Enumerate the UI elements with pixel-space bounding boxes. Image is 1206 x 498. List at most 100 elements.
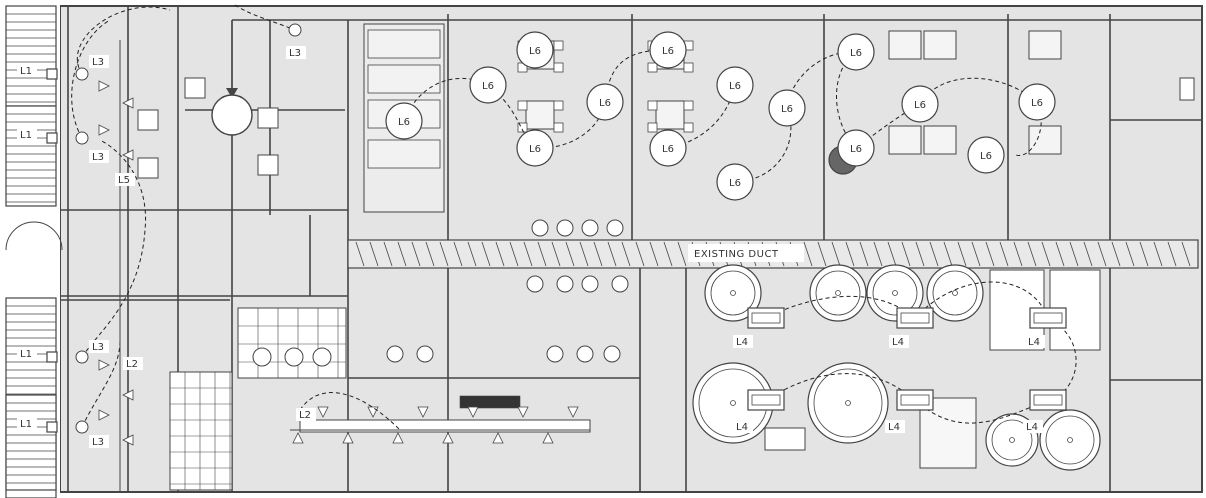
- duct-hatch: [621, 241, 631, 267]
- duct-hatch: [999, 241, 1009, 267]
- stool: [556, 219, 574, 237]
- stool: [603, 345, 621, 363]
- arrow-marker: [342, 432, 354, 444]
- pendant-l6-9: [768, 89, 806, 127]
- duct-hatch: [537, 241, 547, 267]
- arrow-marker: [492, 432, 504, 444]
- armchair: [137, 109, 159, 131]
- arrow-marker: [567, 406, 579, 418]
- duct-hatch: [873, 241, 883, 267]
- linear-fixture-inner: [1033, 312, 1063, 324]
- duct-hatch: [355, 241, 365, 267]
- chair: [517, 122, 528, 133]
- duct-hatch: [1013, 241, 1023, 267]
- table-block-5: [1028, 125, 1062, 155]
- kettle-3: [926, 264, 984, 322]
- tag-l4-bg: [733, 420, 753, 433]
- chair: [553, 62, 564, 73]
- tag-l4: L4: [1028, 337, 1040, 348]
- kettle-center: [835, 290, 841, 296]
- kettle-center: [1009, 437, 1015, 443]
- table-block-2: [1028, 30, 1062, 60]
- pendant-l6-12: [901, 85, 939, 123]
- chair: [647, 62, 658, 73]
- duct-hatch: [887, 241, 897, 267]
- arrow-marker: [122, 389, 134, 401]
- bar-counter: [299, 419, 591, 433]
- duct-hatch: [593, 241, 603, 267]
- linear-fixture-l4-3: [747, 389, 785, 411]
- arrow-marker: [98, 359, 110, 371]
- tag-l4-bg: [733, 335, 753, 348]
- duct-hatch: [579, 241, 589, 267]
- duct-hatch: [1125, 241, 1135, 267]
- arrow-marker: [392, 432, 404, 444]
- duct-hatch: [1083, 241, 1093, 267]
- stool: [611, 275, 629, 293]
- tag-l4: L4: [736, 422, 748, 433]
- chair: [647, 100, 658, 111]
- large-pendant: [211, 94, 253, 136]
- pendant-l6-7: [716, 66, 754, 104]
- fixture-label-l6: L6: [482, 81, 494, 92]
- booth-cell: [367, 29, 441, 59]
- duct-hatch: [1153, 241, 1163, 267]
- tag-l5-bg: [115, 173, 135, 186]
- stool: [581, 219, 599, 237]
- chair: [647, 122, 658, 133]
- fixture-label-l6: L6: [850, 48, 862, 59]
- duct-hatch: [411, 241, 421, 267]
- fixture-label-l6: L6: [662, 46, 674, 57]
- tag-l4: L4: [888, 422, 900, 433]
- duct-hatch: [635, 241, 645, 267]
- duct-hatch: [1041, 241, 1051, 267]
- table-block-0: [888, 30, 922, 60]
- circuit-path-2: [81, 139, 147, 358]
- chair: [553, 100, 564, 111]
- arrow-marker: [122, 97, 134, 109]
- tag-l3: L3: [92, 437, 104, 448]
- arrow-marker: [98, 80, 110, 92]
- tag-l1-bg: [17, 128, 37, 141]
- pendant-l6-1: [469, 66, 507, 104]
- stool: [606, 219, 624, 237]
- circuit-path-21: [234, 4, 296, 31]
- linear-fixture-l4-4: [896, 389, 934, 411]
- pendant-l6-14: [1018, 83, 1056, 121]
- tag-l1: L1: [20, 419, 32, 430]
- tag-l4: L4: [1026, 422, 1038, 433]
- fixture-label-l6: L6: [729, 81, 741, 92]
- kettle-inner: [991, 419, 1033, 461]
- tag-l3: L3: [92, 342, 104, 353]
- arrow-marker: [417, 406, 429, 418]
- duct-hatch: [453, 241, 463, 267]
- duct-hatch: [677, 241, 687, 267]
- stool: [312, 347, 332, 367]
- tag-l3: L3: [289, 48, 301, 59]
- stool: [284, 347, 304, 367]
- pendant-l6-11: [837, 129, 875, 167]
- stool: [556, 275, 574, 293]
- linear-fixture-inner: [900, 312, 930, 324]
- duct-hatch: [607, 241, 617, 267]
- downlight-l3-0: [75, 67, 89, 81]
- kettle-7: [807, 362, 889, 444]
- tag-l1-bg: [17, 347, 37, 360]
- lighting-fixtures: [46, 23, 1067, 434]
- duct-hatch: [383, 241, 393, 267]
- linear-fixture-l4-1: [896, 307, 934, 329]
- fixture-arrow-markers: [98, 80, 590, 446]
- duct-hatch: [957, 241, 967, 267]
- tag-l3-bg: [89, 150, 109, 163]
- booth-cell: [367, 139, 441, 169]
- tag-l1: L1: [20, 66, 32, 77]
- tag-l4-bg: [889, 335, 909, 348]
- pendant-l6-5: [649, 31, 687, 69]
- tag-l3-bg: [286, 46, 306, 59]
- hatch-panel-0: [5, 5, 57, 107]
- shelving-grid: [237, 307, 347, 379]
- stool: [526, 275, 544, 293]
- kettle-0: [704, 264, 762, 322]
- downlight-l3-2: [75, 350, 89, 364]
